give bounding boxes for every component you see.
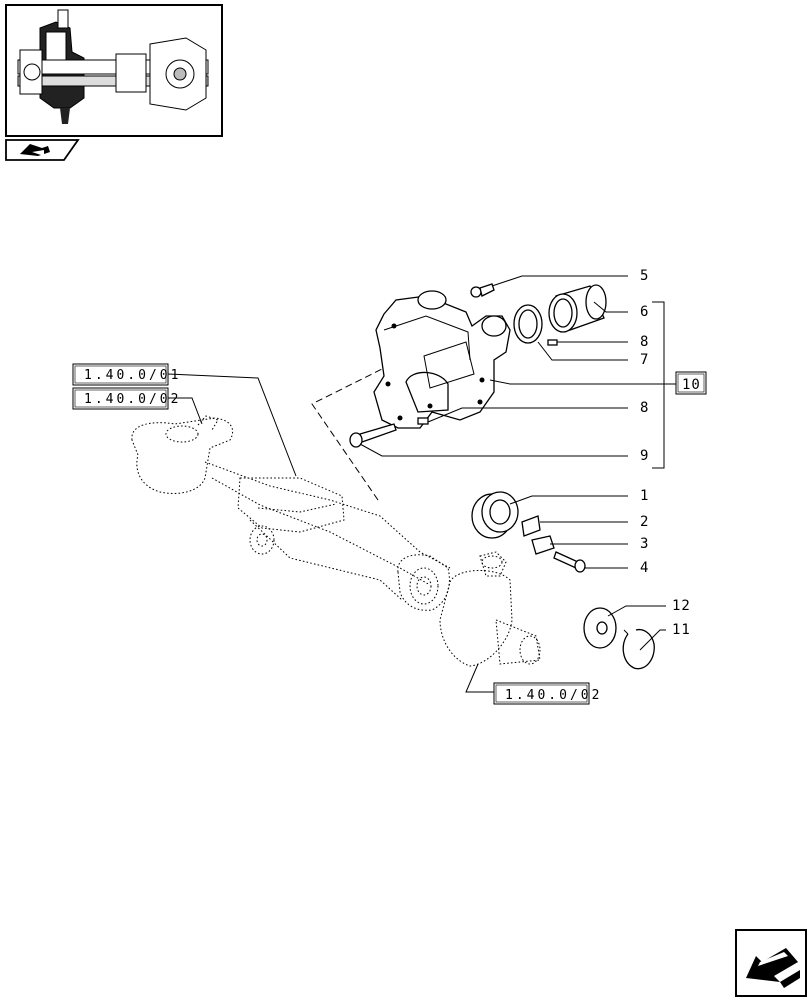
ring-nut-part-1[interactable] [471,491,519,539]
screw-part-9[interactable] [349,423,397,448]
leader-lines [167,275,676,693]
callout-10-box[interactable]: 10 [675,371,707,395]
pin-part-8b[interactable] [417,417,429,425]
washer-part-12[interactable] [583,607,617,649]
ref-label-bottom: 1.40.0/02 [505,688,602,703]
ref-box-top-1[interactable]: 1.40.0/01 [72,363,181,386]
circlip-part-11[interactable] [622,628,655,670]
ref-label-top-1: 1.40.0/01 [84,368,181,383]
callout-9[interactable]: 9 [640,448,649,464]
lock-plate-part-2[interactable] [521,515,541,537]
axle-thumbnail-icon [17,9,209,124]
callout-2[interactable]: 2 [640,514,649,530]
callout-7[interactable]: 7 [640,352,649,368]
nav-tab[interactable] [5,139,80,161]
lock-tab-part-3[interactable] [531,535,555,555]
screw-part-5[interactable] [470,283,495,298]
callout-6[interactable]: 6 [640,304,649,320]
bushing-part-6[interactable] [548,284,607,333]
seal-ring-part-7[interactable] [513,304,543,344]
book-arrow-icon [20,144,50,156]
screw-part-4[interactable] [553,551,586,573]
callout-12[interactable]: 12 [672,598,691,614]
pin-part-8a[interactable] [547,339,558,346]
callout-1[interactable]: 1 [640,488,649,504]
callout-8a[interactable]: 8 [640,334,649,350]
callout-5[interactable]: 5 [640,268,649,284]
previous-page-arrow-icon [746,948,800,988]
ref-box-bottom[interactable]: 1.40.0/02 [493,682,602,705]
previous-page-button[interactable] [735,929,807,997]
thumbnail-frame[interactable] [5,4,223,137]
ref-box-top-2[interactable]: 1.40.0/02 [72,387,181,410]
callout-10: 10 [682,377,701,393]
ref-label-top-2: 1.40.0/02 [84,392,181,407]
callout-3[interactable]: 3 [640,536,649,552]
callout-8b[interactable]: 8 [640,400,649,416]
callout-11[interactable]: 11 [672,622,691,638]
callout-4[interactable]: 4 [640,560,649,576]
bearing-housing-part[interactable] [373,290,511,429]
callout-labels: 5 6 8 7 8 9 1 2 3 4 12 11 10 [640,268,707,638]
